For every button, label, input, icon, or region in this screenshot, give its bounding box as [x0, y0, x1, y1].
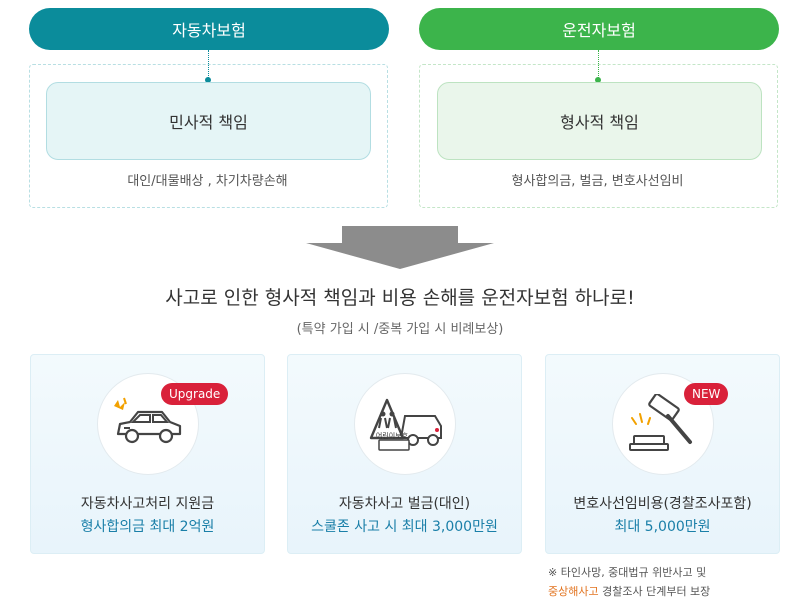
connector-dot [205, 77, 211, 83]
new-badge: NEW [684, 383, 729, 405]
civil-liability-description: 대인/대물배상 , 차기차량손해 [127, 174, 288, 189]
subheadline: (특약 가입 시 /중복 가입 시 비례보상) [296, 322, 504, 337]
benefit-card-fine: 어린이보호 자동차사고 벌금(대인) 스쿨존 사고 시 최대 3,000만원 [287, 354, 522, 554]
card-title: 자동차사고 벌금(대인) [338, 496, 471, 512]
upgrade-badge: Upgrade [161, 383, 229, 405]
criminal-liability-title: 형사적 책임 [560, 113, 639, 132]
headline: 사고로 인한 형사적 책임과 비용 손해를 운전자보험 하나로! [165, 287, 635, 309]
footnote-line-2: 중상해사고 경찰조사 단계부터 보장 [548, 583, 710, 599]
card-value: 최대 5,000만원 [614, 519, 711, 535]
card-title: 변호사선임비용(경찰조사포함) [573, 496, 752, 512]
connector-line [208, 50, 209, 82]
car-accident-icon [114, 397, 182, 444]
gavel-icon [629, 394, 692, 451]
car-insurance-header: 자동차보험 [29, 8, 389, 50]
criminal-liability-box: 형사적 책임 [437, 82, 762, 160]
down-arrow-head [306, 243, 494, 269]
card-value: 스쿨존 사고 시 최대 3,000만원 [311, 519, 498, 535]
driver-insurance-header-label: 운전자보험 [562, 21, 636, 40]
civil-liability-title: 민사적 책임 [169, 113, 248, 132]
school-zone-sign-label: 어린이보호 [375, 432, 409, 440]
card-value: 형사합의금 최대 2억원 [80, 519, 215, 535]
civil-liability-box: 민사적 책임 [46, 82, 371, 160]
footnote-rest: 경찰조사 단계부터 보장 [598, 585, 711, 598]
connector-dot [595, 77, 601, 83]
benefit-card-accident-support: Upgrade 자동차사고처리 지원금 형사합의금 최대 2억원 [30, 354, 265, 554]
car-insurance-header-label: 자동차보험 [172, 21, 246, 40]
card-icon-circle [354, 373, 456, 475]
benefit-card-lawyer-fee: NEW 변호사선임비용(경찰조사포함) 최대 5,000만원 [545, 354, 780, 554]
footnote-line-1: ※ 타인사망, 중대법규 위반사고 및 [548, 566, 707, 579]
connector-line [598, 50, 599, 82]
card-title: 자동차사고처리 지원금 [80, 496, 215, 512]
criminal-liability-description: 형사합의금, 벌금, 변호사선임비 [511, 174, 684, 189]
down-arrow-icon [342, 226, 458, 243]
school-zone-car-icon [369, 398, 442, 451]
driver-insurance-header: 운전자보험 [419, 8, 779, 50]
footnote-highlight: 중상해사고 [548, 585, 599, 598]
